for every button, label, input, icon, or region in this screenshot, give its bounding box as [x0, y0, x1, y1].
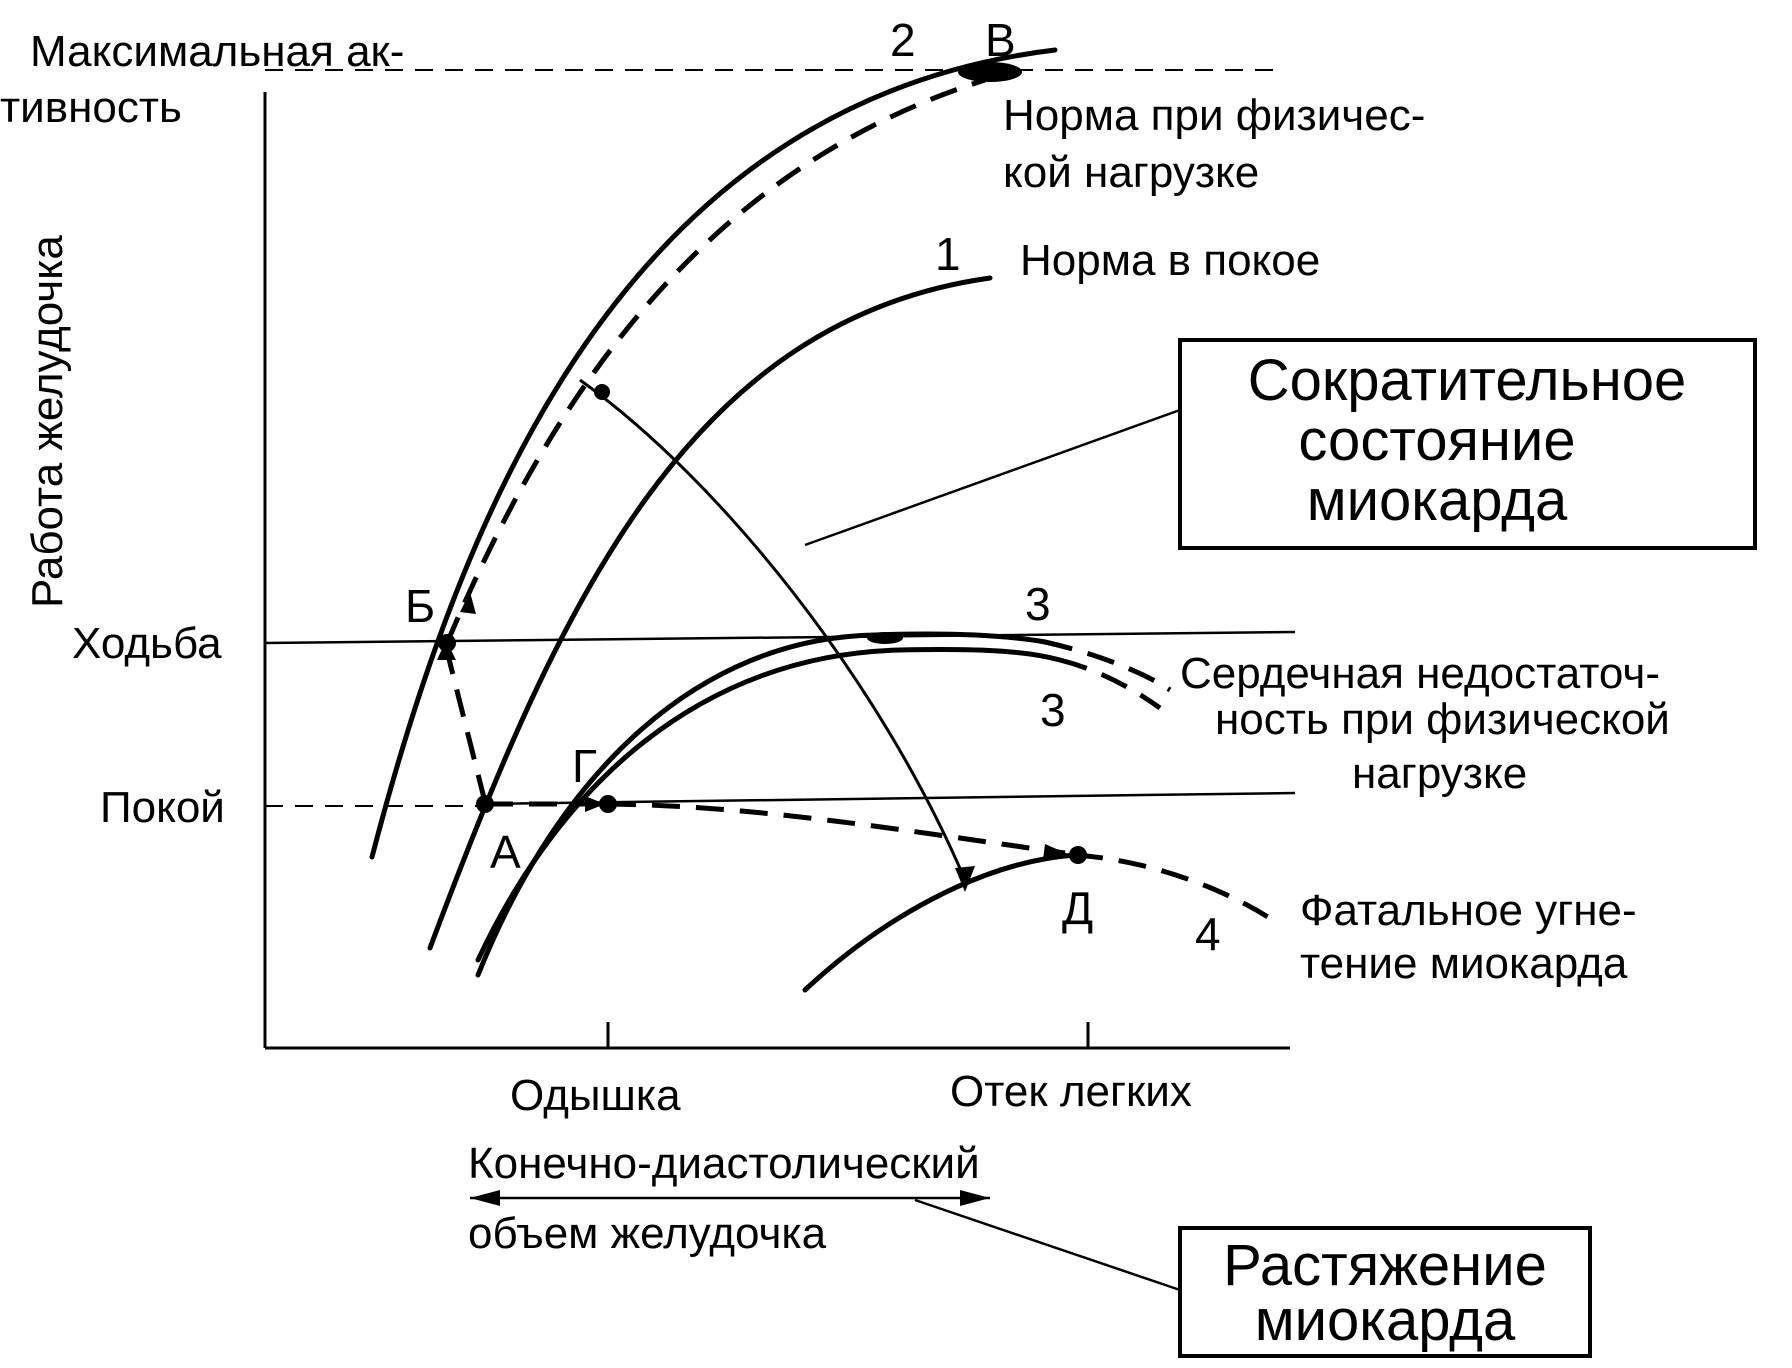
- path-a-to-g-arrow: [585, 796, 605, 812]
- path-g-to-d-arrow: [1043, 844, 1068, 860]
- stretch-text-2: миокарда: [1255, 1288, 1516, 1353]
- contractility-arc-arrow: [955, 866, 975, 892]
- point-g-dot: [599, 795, 617, 813]
- x-axis-title-2: объем желудочка: [468, 1209, 827, 1258]
- path-b-to-v-arrow: [460, 592, 476, 614]
- curve-3-number-a: 3: [1025, 578, 1051, 630]
- volume-arrow-left: [470, 1190, 500, 1206]
- contractility-arc: [579, 378, 967, 881]
- contractility-text-2: состояние: [1298, 408, 1575, 473]
- curve-3-heart-failure-b: [475, 646, 1063, 963]
- point-d-dot: [1069, 846, 1087, 864]
- point-d-label: Д: [1062, 882, 1093, 934]
- curve-2-number: 2: [890, 14, 916, 66]
- walking-intersection-mark: [867, 632, 903, 644]
- stretch-box: [1178, 1226, 1592, 1358]
- rest-label: Покой: [100, 783, 225, 832]
- curve-1-label: Норма в покое: [1020, 236, 1320, 285]
- point-mid-dot: [594, 384, 610, 400]
- volume-arrow-right: [960, 1190, 990, 1206]
- path-a-to-b: [445, 654, 488, 803]
- point-a-dot: [476, 795, 494, 813]
- y-axis-title: Работа желудочка: [23, 235, 72, 608]
- walking-line: [264, 630, 1296, 645]
- point-b-dot: [438, 634, 456, 652]
- stretch-connector: [914, 1198, 1181, 1292]
- curve-4-label-2: тение миокарда: [1300, 939, 1628, 988]
- curve-2-label-2: кой нагрузке: [1003, 148, 1259, 197]
- edema-label: Отек легких: [950, 1067, 1192, 1116]
- curve-3-number-b: 3: [1040, 684, 1066, 736]
- point-v-label: В: [985, 14, 1016, 66]
- curve-3-label-3: нагрузке: [1352, 749, 1527, 798]
- curve-2-dashed-path: [444, 77, 986, 644]
- curve-4-number: 4: [1195, 908, 1221, 960]
- contractility-box: [1178, 338, 1757, 550]
- path-g-to-d: [607, 801, 1066, 856]
- dyspnea-label: Одышка: [510, 1071, 681, 1120]
- curve-2-label-1: Норма при физичес-: [1003, 91, 1425, 140]
- x-axis-title-1: Конечно-диастолический: [468, 1139, 980, 1188]
- stretch-text-1: Растяжение: [1223, 1233, 1547, 1298]
- curve-4-label-1: Фатальное угне-: [1300, 886, 1637, 935]
- curve-4-fatal-depression: [802, 852, 1078, 993]
- curve-3-heart-failure-a: [475, 631, 1048, 978]
- contractility-text-1: Сократительное: [1248, 348, 1687, 413]
- point-v-dot: [958, 62, 1022, 82]
- point-g-label: Г: [572, 740, 597, 792]
- curve-4-dashed: [1074, 852, 1282, 928]
- max-activity-label-1: Максимальная ак-: [30, 27, 404, 76]
- curve-1-number: 1: [935, 228, 961, 280]
- curve-2-norm-exercise: [369, 47, 1058, 860]
- curve-3-dashed-b: [1059, 657, 1162, 711]
- walking-label: Ходьба: [72, 619, 222, 668]
- curve-3-label-1: Сердечная недостаточ-: [1180, 649, 1660, 698]
- contractility-connector: [804, 408, 1181, 547]
- max-activity-label-2: тивность: [0, 83, 182, 132]
- contractility-text-3: миокарда: [1307, 468, 1568, 533]
- curve-3-dashed-a: [1044, 639, 1172, 693]
- point-a-label: А: [490, 826, 521, 878]
- curve-3-label-2: ность при физической: [1215, 695, 1670, 744]
- point-b-label: Б: [405, 580, 435, 632]
